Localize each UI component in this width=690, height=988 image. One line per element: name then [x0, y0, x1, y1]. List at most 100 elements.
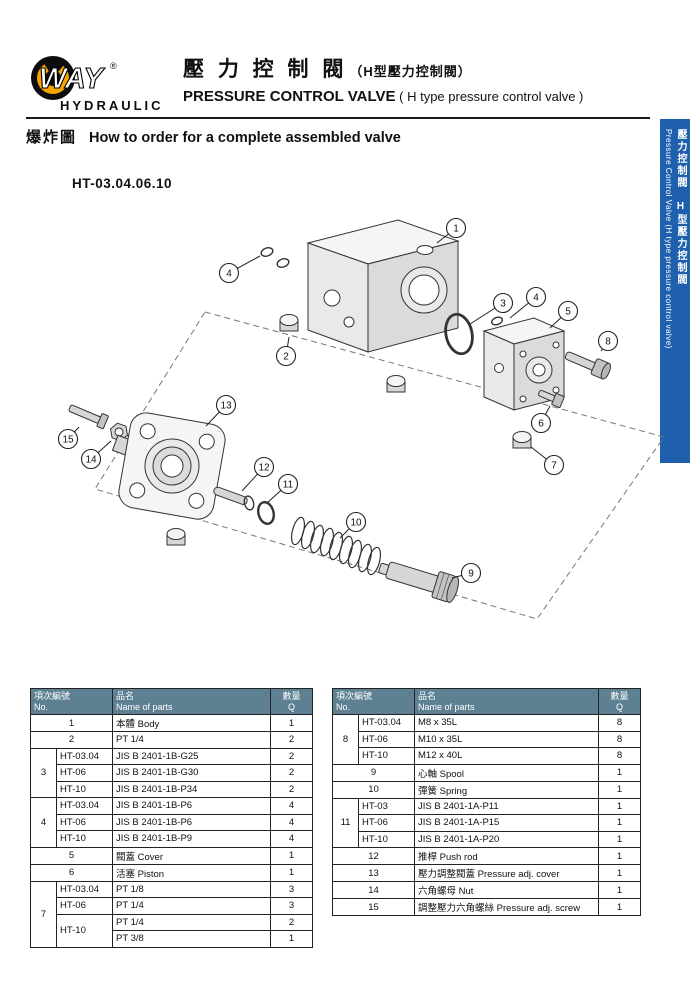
cell-name: JIS B 2401-1B-G25: [112, 747, 272, 765]
cell-num: 10: [331, 780, 416, 799]
part-oring-11: [257, 500, 275, 526]
part-oring-3: [444, 312, 474, 356]
callout-number: 2: [283, 352, 289, 363]
callout-8: [597, 330, 619, 352]
cell-num: 14: [331, 881, 416, 899]
part-spool: [378, 561, 459, 603]
cell-variant: HT-10: [357, 830, 416, 848]
callout-14: [80, 448, 102, 470]
callout-number: 13: [220, 401, 232, 412]
callout-6: [530, 412, 552, 434]
cell-qty: 1: [598, 881, 642, 899]
side-banner-zh: 壓力控制閥 H型壓力控制閥: [675, 129, 686, 286]
part-oring-4c: [490, 316, 504, 326]
col-header-qty-zh: 數量: [610, 691, 629, 701]
col-header-no: 項次編號 No.: [331, 688, 416, 715]
cell-qty: 8: [598, 714, 642, 732]
callout-number: 4: [533, 293, 539, 304]
callout-number: 3: [500, 299, 506, 310]
cell-name: 調整壓力六角螺絲 Pressure adj. screw: [414, 898, 600, 916]
cell-variant: HT-10: [55, 913, 114, 948]
cell-variant: HT-03: [357, 797, 416, 815]
cell-qty: 2: [270, 764, 314, 782]
col-header-name-zh: 品名: [418, 691, 437, 701]
cell-name: 閥蓋 Cover: [112, 846, 272, 865]
logo-way-text: WAY: [39, 63, 106, 95]
callout-5: [557, 300, 579, 322]
cell-variant: HT-06: [55, 813, 114, 831]
callout-7: [543, 454, 565, 476]
part-plug-bottom: [166, 528, 186, 546]
cell-qty: 1: [598, 864, 642, 882]
part-bolt-6: [538, 389, 565, 409]
part-pressure-adj-cover: [118, 412, 226, 520]
cell-qty: 1: [598, 797, 642, 815]
section-heading: 爆炸圖 How to order for a complete assembled…: [26, 126, 401, 147]
cell-num: 9: [331, 763, 416, 782]
callout-11: [277, 473, 299, 495]
callout-number: 7: [551, 461, 557, 472]
cell-name: JIS B 2401-1B-G30: [112, 764, 272, 782]
col-header-name-zh: 品名: [116, 691, 135, 701]
cell-qty: 1: [598, 847, 642, 865]
cell-name: JIS B 2401-1A-P11: [414, 797, 600, 815]
callout-number: 9: [468, 569, 474, 580]
cell-qty: 4: [270, 830, 314, 848]
page-title-en: PRESSURE CONTROL VALVE: [183, 88, 396, 105]
callout-9: [460, 562, 482, 584]
company-logo: WAY ® HYDRAULIC: [26, 54, 186, 114]
side-banner: 壓力控制閥 H型壓力控制閥 Pressure Control Valve (H …: [660, 119, 690, 463]
callout-number: 1: [453, 224, 459, 235]
cell-num: 7: [30, 880, 57, 948]
callout-4: [218, 262, 240, 284]
part-oring-4b: [276, 258, 290, 268]
cell-qty: 8: [598, 730, 642, 748]
page-title-zh: 壓 力 控 制 閥: [183, 58, 348, 81]
cell-variant: HT-10: [55, 830, 114, 848]
part-end-cover: [482, 317, 566, 411]
callout-2: [275, 345, 297, 367]
col-header-name-en: Name of parts: [418, 701, 475, 712]
callout-number: 4: [226, 269, 232, 280]
section-heading-zh: 爆炸圖: [26, 129, 78, 146]
cell-qty: 8: [598, 747, 642, 765]
table-header-row: 項次編號 No. 品名 Name of parts 數量 Q: [29, 688, 314, 715]
cell-name: PT 1/4: [112, 913, 272, 931]
cell-qty: 1: [598, 763, 642, 782]
cell-qty: 1: [598, 898, 642, 916]
cell-num: 1: [29, 714, 114, 732]
callout-3: [492, 292, 514, 314]
page-title-block: 壓 力 控 制 閥（H型壓力控制閥） PRESSURE CONTROL VALV…: [183, 57, 583, 105]
cell-name: M12 x 40L: [414, 747, 600, 765]
section-heading-en: How to order for a complete assembled va…: [89, 130, 401, 146]
cell-qty: 2: [270, 747, 314, 765]
cell-num: 2: [29, 731, 114, 749]
cell-variant: HT-10: [55, 780, 114, 798]
col-header-no-en: No.: [34, 701, 49, 712]
part-spring: [290, 516, 382, 576]
part-bolt-8: [564, 351, 611, 380]
col-header-name-en: Name of parts: [116, 701, 173, 712]
cell-name: 六角螺母 Nut: [414, 881, 600, 899]
part-small-oring: [243, 495, 255, 511]
col-header-qty: 數量 Q: [270, 688, 314, 715]
col-header-name: 品名 Name of parts: [112, 688, 272, 715]
cell-qty: 1: [598, 830, 642, 848]
cell-variant: HT-06: [357, 730, 416, 748]
cell-variant: HT-06: [357, 814, 416, 832]
callout-4: [525, 286, 547, 308]
